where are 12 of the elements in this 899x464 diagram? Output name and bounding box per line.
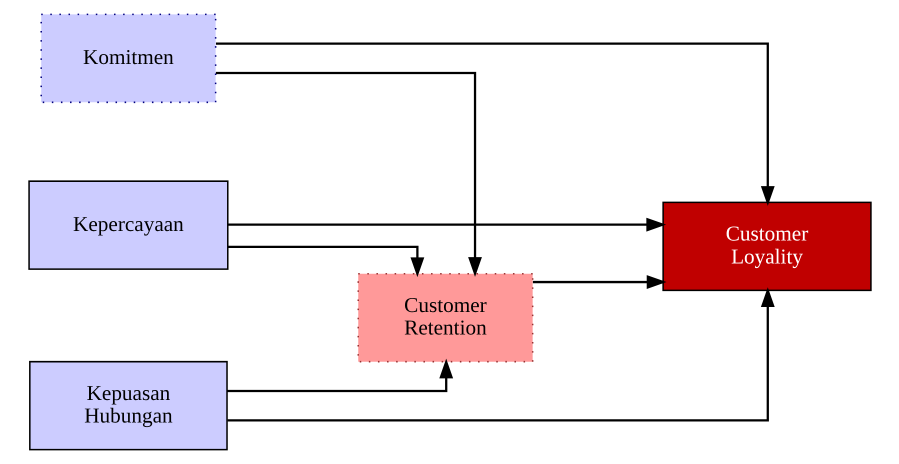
- node-box: Kepuasan Hubungan: [28, 360, 228, 450]
- arrow: [215, 42, 774, 206]
- arrow: [227, 287, 774, 422]
- node-box: Kepercayaan: [28, 180, 228, 270]
- arrow: [228, 218, 666, 232]
- arrow: [227, 246, 424, 278]
- arrow: [532, 275, 666, 289]
- arrow: [215, 72, 482, 277]
- node-box: Komitmen: [40, 14, 216, 104]
- node-box: Customer Loyality: [662, 202, 872, 292]
- node-box: Customer Retention: [356, 272, 533, 362]
- arrow: [226, 358, 453, 392]
